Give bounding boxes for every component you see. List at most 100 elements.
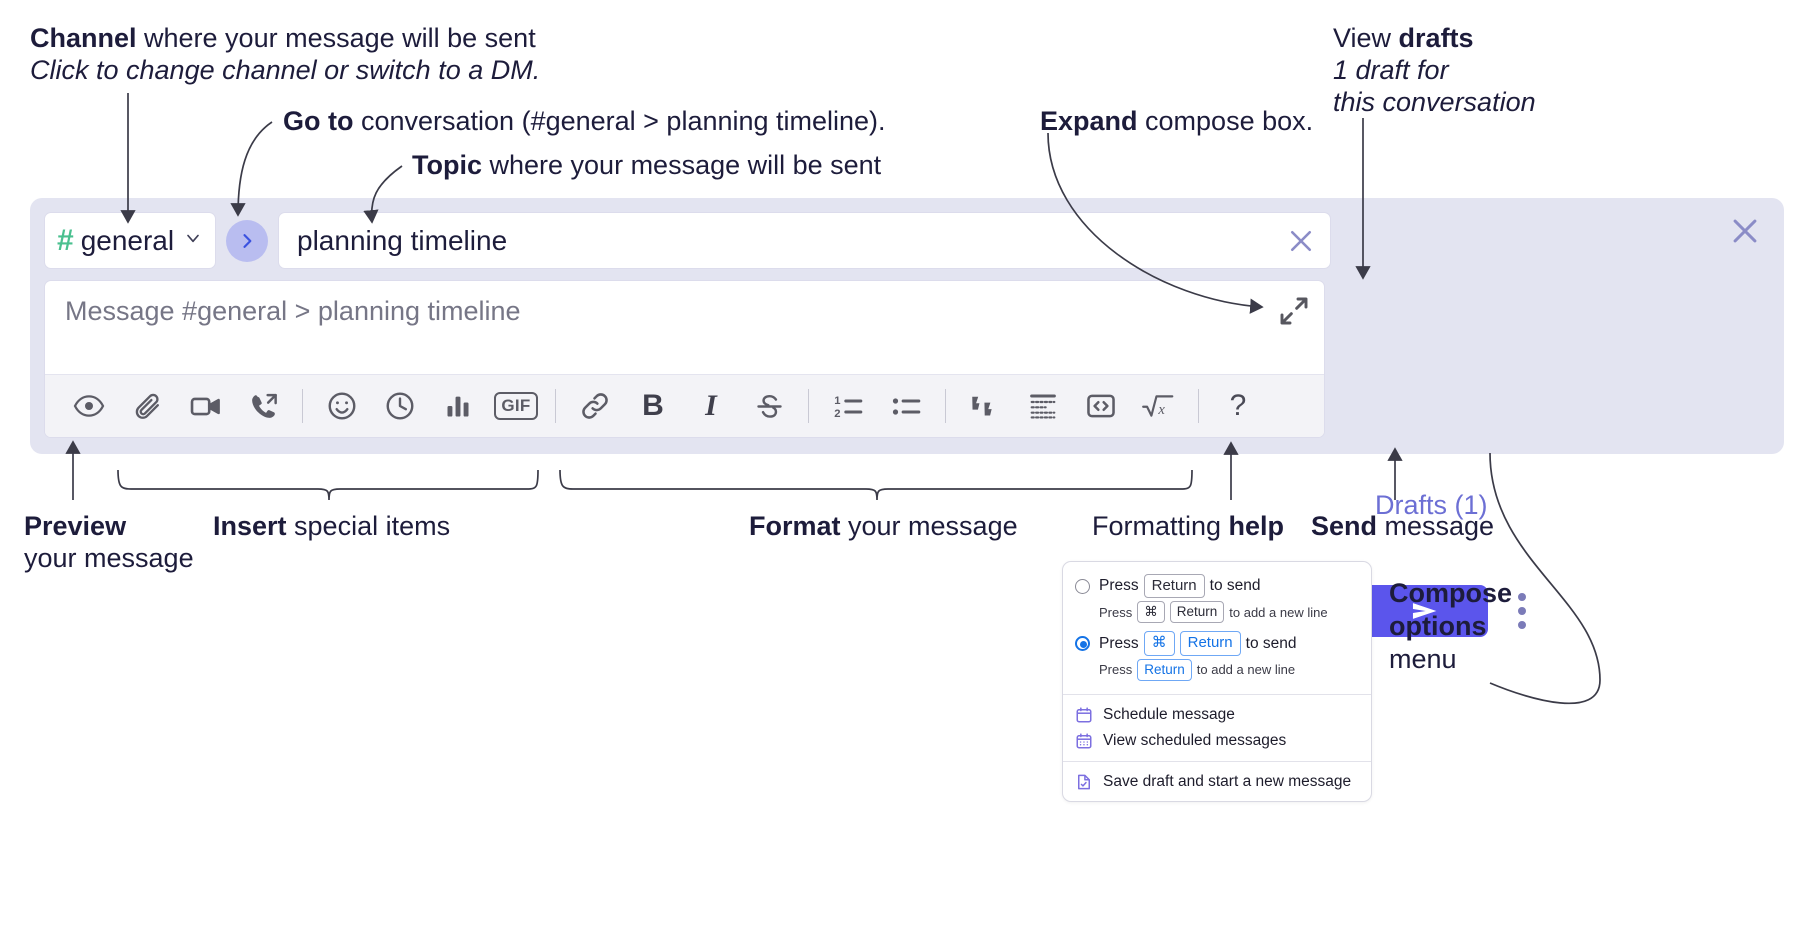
- menu-item-label: Schedule message: [1103, 705, 1235, 723]
- annotation-format-strong: Format: [749, 511, 841, 541]
- message-input-placeholder: Message #general > planning timeline: [65, 296, 521, 326]
- annotation-help-strong: help: [1228, 511, 1285, 541]
- key-return: Return: [1137, 658, 1192, 681]
- option2-sub-pre: Press: [1099, 662, 1133, 678]
- key-return: Return: [1143, 574, 1205, 599]
- annotation-preview: Preview your message: [24, 511, 194, 575]
- clock-icon[interactable]: [371, 383, 429, 429]
- key-return: Return: [1179, 631, 1241, 656]
- help-icon[interactable]: ?: [1229, 389, 1247, 422]
- option1-sub-post: to add a new line: [1229, 604, 1328, 620]
- toolbar-separator: [302, 389, 303, 423]
- radio-selected[interactable]: [1075, 636, 1090, 652]
- message-compose-box[interactable]: Message #general > planning timeline: [44, 280, 1325, 438]
- emoji-icon[interactable]: [313, 383, 371, 429]
- expand-icon[interactable]: [1278, 295, 1310, 327]
- annotation-topic-rest: where your message will be sent: [482, 150, 882, 180]
- code-icon[interactable]: [1072, 383, 1130, 429]
- annotation-channel: Channel where your message will be sent …: [30, 23, 540, 87]
- call-forward-icon[interactable]: [234, 383, 292, 429]
- menu-option-1-subtext: Press ⌘ Return to add a new line: [1063, 600, 1371, 629]
- compose-header-row: # general planning timeline: [44, 212, 1331, 269]
- math-icon[interactable]: x: [1130, 383, 1188, 429]
- calendar-grid-icon: [1075, 732, 1093, 750]
- menu-option-label: Press ⌘ Return to send: [1099, 631, 1297, 656]
- strikethrough-icon[interactable]: [740, 383, 798, 429]
- menu-item-label: Save draft and start a new message: [1103, 772, 1352, 790]
- annotation-format-rest: your message: [840, 511, 1018, 541]
- annotation-compose-options: Compose options menu: [1389, 577, 1512, 676]
- bulleted-list-icon[interactable]: [877, 383, 935, 429]
- menu-divider: [1063, 693, 1371, 695]
- menu-item-label: View scheduled messages: [1103, 731, 1287, 749]
- svg-text:2: 2: [834, 407, 840, 419]
- menu-option-label: Press Return to send: [1099, 574, 1261, 599]
- annotation-help-pre: Formatting: [1092, 511, 1229, 541]
- annotation-compose-options-rest: menu: [1389, 643, 1457, 674]
- preview-icon[interactable]: [60, 383, 118, 429]
- annotation-insert: Insert special items: [213, 511, 450, 543]
- go-to-conversation-button[interactable]: [226, 219, 268, 262]
- close-icon[interactable]: [1728, 214, 1762, 248]
- toolbar-separator: [808, 389, 809, 423]
- annotation-channel-strong: Channel: [30, 23, 137, 53]
- save-draft-icon: [1075, 773, 1093, 791]
- poll-icon[interactable]: [429, 383, 487, 429]
- svg-text:x: x: [1157, 402, 1165, 418]
- gif-icon[interactable]: GIF: [487, 383, 545, 429]
- annotation-compose-options-strong2: options: [1389, 610, 1487, 641]
- video-icon[interactable]: [176, 383, 234, 429]
- hash-icon: #: [57, 223, 74, 257]
- option2-sub-post: to add a new line: [1196, 662, 1296, 678]
- menu-option-cmd-return-to-send[interactable]: Press ⌘ Return to send: [1063, 629, 1371, 657]
- annotation-drafts-sub2: this conversation: [1333, 86, 1536, 117]
- bold-icon[interactable]: B: [642, 389, 664, 422]
- radio-unselected[interactable]: [1075, 578, 1090, 594]
- drafts-link[interactable]: Drafts (1): [1375, 490, 1488, 520]
- annotation-preview-sub: your message: [24, 542, 194, 573]
- topic-value: planning timeline: [297, 224, 508, 256]
- compose-widget: # general planning timeline Message #gen…: [30, 198, 1784, 637]
- key-command: ⌘: [1137, 601, 1165, 624]
- compose-options-button[interactable]: [1508, 586, 1536, 636]
- attachment-icon[interactable]: [118, 383, 176, 429]
- topic-input[interactable]: planning timeline: [278, 212, 1331, 269]
- menu-item-schedule-message[interactable]: Schedule message: [1063, 702, 1371, 728]
- key-command: ⌘: [1143, 631, 1175, 656]
- menu-item-save-draft[interactable]: Save draft and start a new message: [1063, 769, 1371, 795]
- annotation-expand-strong: Expand: [1040, 106, 1138, 136]
- toolbar-separator: [945, 389, 946, 423]
- annotation-drafts-pre: View: [1333, 23, 1399, 53]
- link-icon[interactable]: [566, 383, 624, 429]
- menu-option-return-to-send[interactable]: Press Return to send: [1063, 572, 1371, 600]
- annotation-expand-rest: compose box.: [1137, 106, 1314, 136]
- option2-post: to send: [1245, 634, 1297, 652]
- send-button[interactable]: [1362, 585, 1488, 637]
- annotation-send-rest: message: [1377, 511, 1495, 541]
- clear-topic-icon[interactable]: [1286, 226, 1316, 256]
- option1-post: to send: [1209, 577, 1261, 595]
- annotation-send: Send message: [1311, 511, 1494, 543]
- annotation-drafts: View drafts 1 draft for this conversatio…: [1333, 23, 1536, 119]
- blockquote-icon[interactable]: [956, 383, 1014, 429]
- channel-name: general: [80, 224, 175, 256]
- option2-pre: Press: [1099, 634, 1139, 652]
- annotation-channel-rest: where your message will be sent: [136, 23, 536, 53]
- annotation-send-strong: Send: [1311, 511, 1378, 541]
- annotation-insert-strong: Insert: [213, 511, 287, 541]
- annotation-drafts-strong: drafts: [1398, 23, 1474, 53]
- italic-icon[interactable]: I: [705, 389, 717, 422]
- toolbar-separator: [555, 389, 556, 423]
- option1-pre: Press: [1099, 577, 1139, 595]
- annotation-goto: Go to conversation (#general > planning …: [283, 106, 886, 138]
- calendar-icon: [1075, 706, 1093, 724]
- annotation-preview-strong: Preview: [24, 511, 127, 541]
- code-block-icon[interactable]: [1014, 383, 1072, 429]
- channel-selector[interactable]: # general: [44, 212, 216, 269]
- menu-item-view-scheduled-messages[interactable]: View scheduled messages: [1063, 728, 1371, 754]
- annotation-goto-rest: conversation (#general > planning timeli…: [353, 106, 886, 136]
